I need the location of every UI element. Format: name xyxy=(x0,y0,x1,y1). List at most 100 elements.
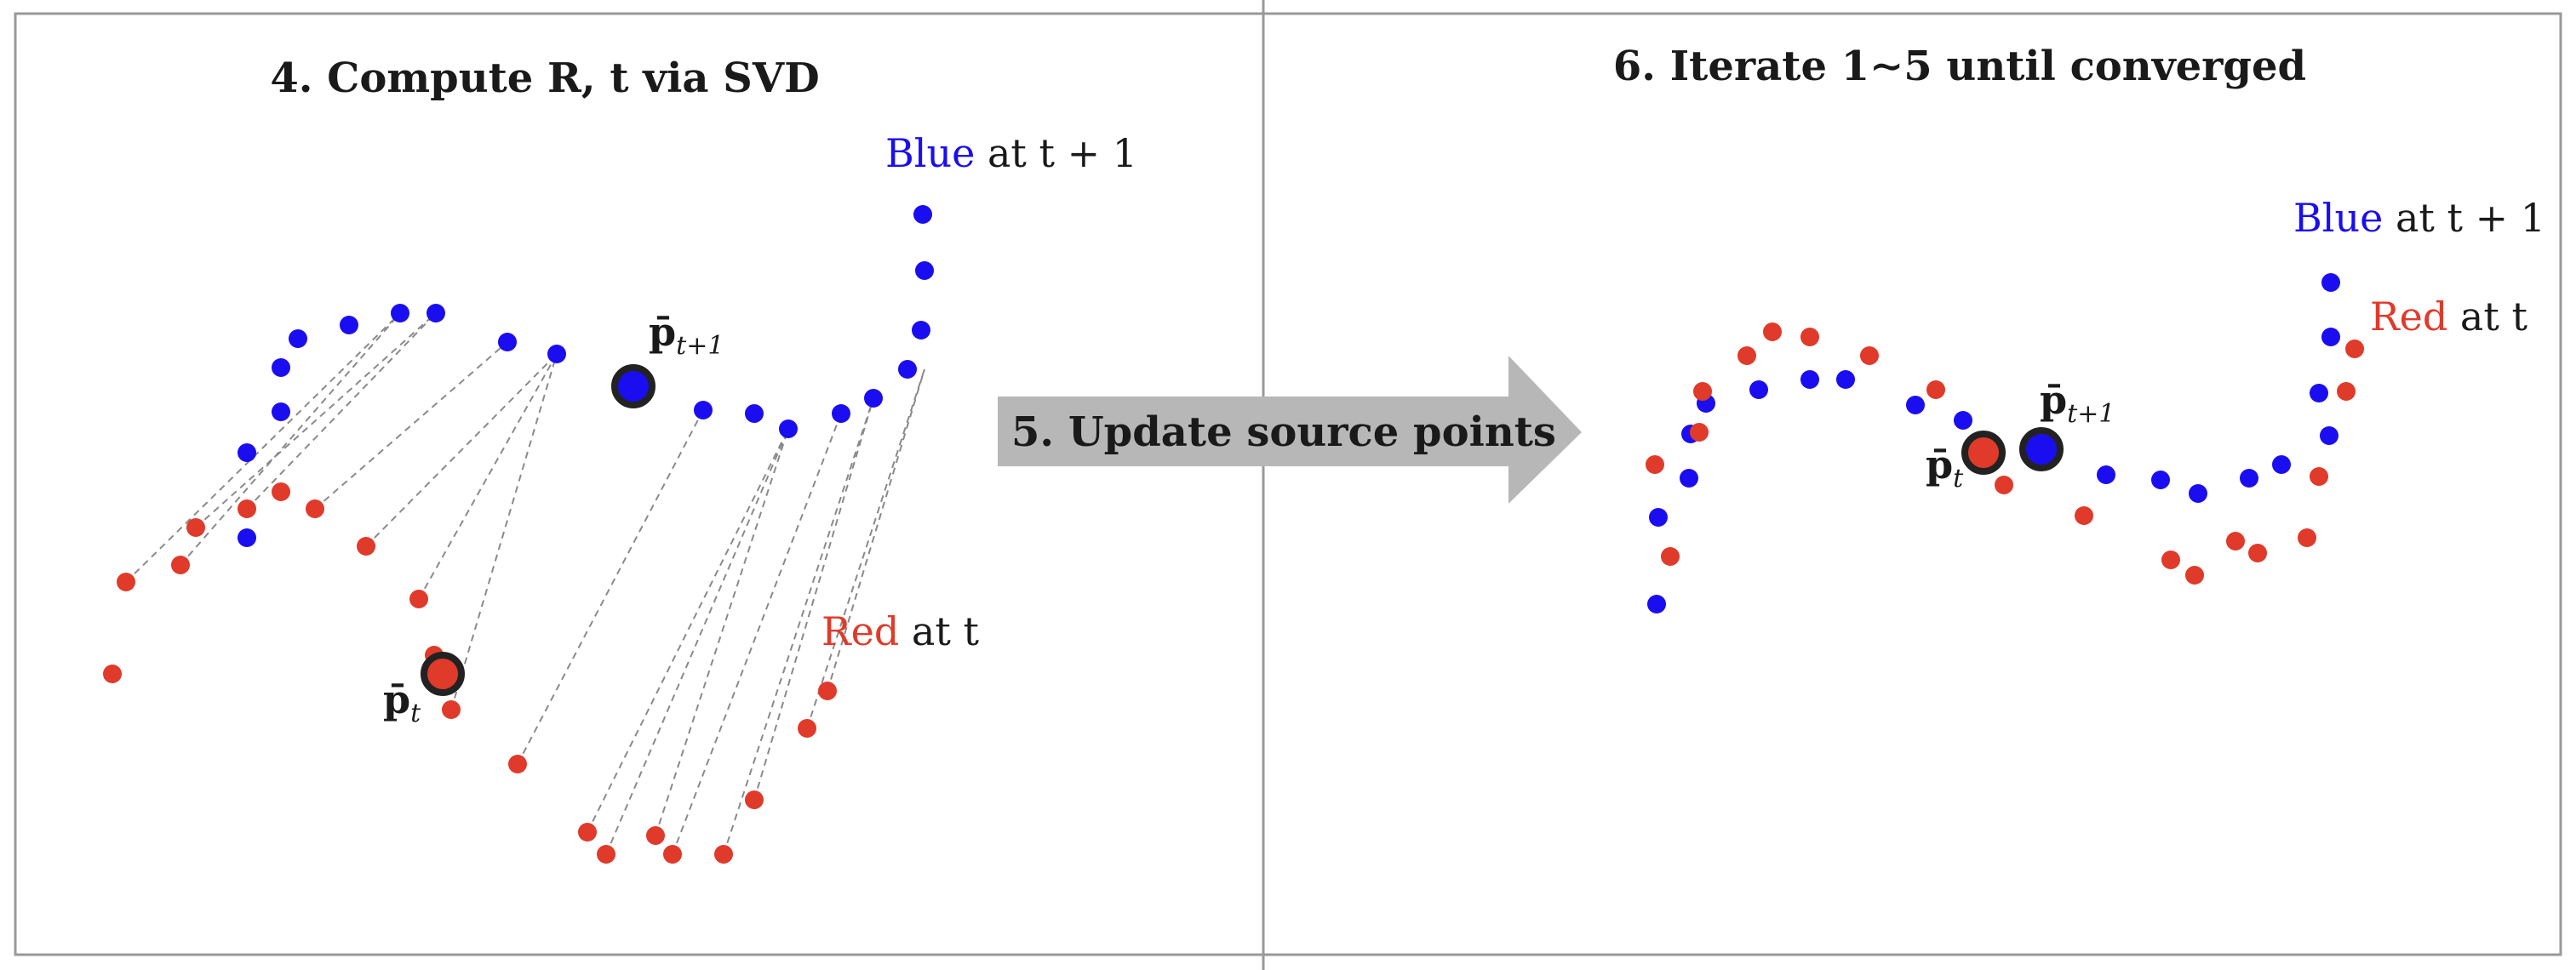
left-blue-label: Blue at t + 1 xyxy=(885,130,1137,176)
blue-target-point xyxy=(1680,469,1698,488)
blue-target-point xyxy=(779,419,798,438)
red-source-point xyxy=(1860,346,1879,365)
update-arrow-label: 5. Update source points xyxy=(1011,408,1556,456)
correspondence-line xyxy=(314,341,508,510)
blue-centroid-marker xyxy=(2019,427,2064,471)
red-source-point xyxy=(663,845,682,864)
blue-target-point xyxy=(272,402,290,421)
right-centroid-source-sub: t xyxy=(1953,464,1964,494)
blue-target-point xyxy=(2189,484,2207,503)
blue-target-point xyxy=(1649,508,1668,527)
blue-target-point xyxy=(498,333,517,351)
red-source-point xyxy=(2185,566,2204,585)
red-source-point xyxy=(2248,544,2267,562)
red-source-point xyxy=(646,826,665,845)
blue-target-point xyxy=(694,401,713,419)
correspondence-line xyxy=(655,428,789,836)
left-blue-word: Blue xyxy=(885,130,975,176)
correspondence-line xyxy=(723,397,874,855)
left-red-rest: at t xyxy=(899,608,979,654)
blue-target-point xyxy=(1954,411,1972,430)
right-blue-word: Blue xyxy=(2293,195,2383,241)
blue-target-point xyxy=(2310,384,2328,402)
blue-target-point xyxy=(238,443,256,462)
left-point-cloud xyxy=(103,205,934,864)
red-source-point xyxy=(1690,423,1709,442)
right-centroid-source-label: p̄t xyxy=(1926,442,1964,494)
red-source-point xyxy=(306,499,324,518)
blue-target-point xyxy=(1836,370,1855,389)
correspondence-line xyxy=(753,397,874,801)
right-red-word: Red xyxy=(2370,294,2447,340)
red-source-point xyxy=(2298,528,2316,547)
blue-target-point xyxy=(2097,465,2115,484)
blue-target-point xyxy=(2321,273,2340,292)
red-source-point xyxy=(357,537,375,556)
right-panel-title: 6. Iterate 1∼5 until converged xyxy=(1613,43,2306,90)
red-source-point xyxy=(745,790,764,809)
red-source-point xyxy=(1763,322,1782,341)
red-source-point xyxy=(2075,506,2093,525)
right-centroid-target-symbol: p̄ xyxy=(2040,377,2067,423)
blue-target-point xyxy=(864,389,883,408)
red-source-point xyxy=(1995,476,2013,494)
correspondence-line xyxy=(605,428,789,855)
right-centroid-target-sub: t+1 xyxy=(2067,399,2115,429)
left-correspondence-lines xyxy=(125,312,925,855)
blue-target-point xyxy=(238,528,256,547)
correspondence-line xyxy=(246,312,437,510)
right-blue-label: Blue at t + 1 xyxy=(2293,195,2545,241)
blue-target-point xyxy=(915,261,934,280)
update-arrow xyxy=(998,356,1582,504)
correspondence-line xyxy=(587,428,789,833)
right-point-cloud xyxy=(1646,273,2364,613)
left-centroid-source-label: p̄t xyxy=(383,676,421,728)
correspondence-line xyxy=(125,312,401,583)
left-centroid-target-symbol: p̄ xyxy=(649,309,676,355)
correspondence-line xyxy=(450,353,558,710)
red-source-point xyxy=(272,482,290,501)
correspondence-line xyxy=(672,413,842,855)
red-source-point xyxy=(2310,467,2328,486)
red-source-point xyxy=(1646,455,1664,474)
red-source-point xyxy=(714,845,733,864)
red-source-point xyxy=(409,590,428,608)
red-source-point xyxy=(103,665,122,683)
blue-target-point xyxy=(745,404,764,423)
blue-target-point xyxy=(272,358,290,377)
blue-target-point xyxy=(1800,370,1819,389)
blue-target-point xyxy=(913,205,932,224)
red-source-point xyxy=(2161,551,2180,569)
blue-target-point xyxy=(832,404,850,423)
right-centroid-source-symbol: p̄ xyxy=(1926,442,1953,488)
blue-target-point xyxy=(2151,471,2170,489)
blue-centroid-marker xyxy=(611,364,655,408)
red-source-point xyxy=(1926,380,1945,399)
right-centroid-target-label: p̄t+1 xyxy=(2040,377,2115,429)
correspondence-line xyxy=(195,312,437,528)
blue-target-point xyxy=(2320,426,2338,445)
red-source-point xyxy=(238,499,256,518)
blue-target-point xyxy=(2240,469,2258,488)
left-blue-rest: at t + 1 xyxy=(975,130,1137,176)
blue-target-point xyxy=(1647,595,1666,613)
blue-target-point xyxy=(912,321,930,340)
blue-target-point xyxy=(391,304,409,322)
correspondence-line xyxy=(180,312,401,566)
blue-target-point xyxy=(2321,328,2340,346)
left-centroid-target-label: p̄t+1 xyxy=(649,309,724,361)
right-red-label: Red at t xyxy=(2370,294,2527,340)
right-panel-frame xyxy=(1262,12,2562,956)
red-source-point xyxy=(2337,382,2356,401)
red-source-point xyxy=(818,682,837,700)
blue-target-point xyxy=(2272,455,2291,474)
blue-target-point xyxy=(1906,396,1925,414)
correspondence-line xyxy=(806,368,925,729)
blue-target-point xyxy=(340,316,358,334)
left-red-word: Red xyxy=(821,608,899,654)
red-source-point xyxy=(1800,328,1819,346)
red-centroid-marker xyxy=(421,652,465,696)
red-centroid-marker xyxy=(1961,431,2006,475)
red-source-point xyxy=(117,573,135,591)
